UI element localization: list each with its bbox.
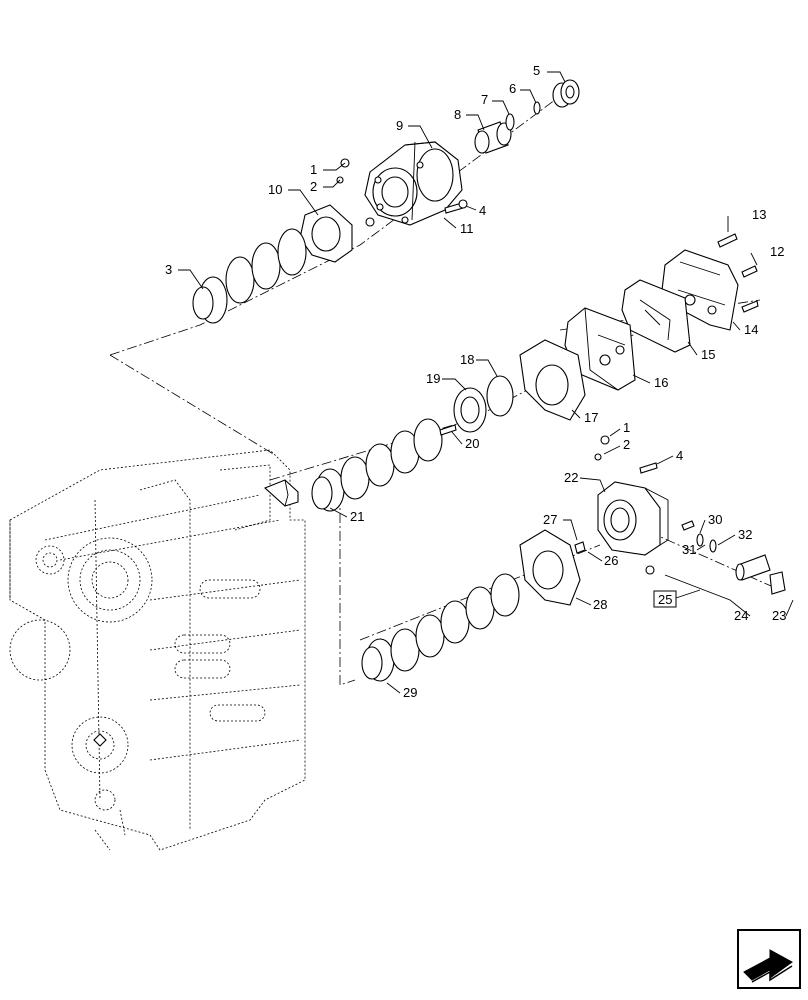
- callout-25-box: [653, 590, 677, 608]
- upper-pump-housing: [364, 141, 463, 226]
- callout-24: 24: [734, 608, 748, 623]
- transmission-housing: [9, 449, 306, 851]
- callout-28: 28: [593, 597, 607, 612]
- retaining-ring-7: [505, 113, 515, 131]
- bolt-20: [439, 424, 457, 436]
- seal-ring-18: [486, 375, 514, 417]
- callout-labels: 1 2 3 4 5 6 7 8 9 10 11 12 13 14 15 16 1…: [165, 63, 786, 700]
- valve-body-16: [564, 307, 636, 391]
- callout-13: 13: [752, 207, 766, 222]
- callout-14: 14: [744, 322, 758, 337]
- callout-9: 9: [396, 118, 403, 133]
- snap-ring-3: [192, 286, 214, 320]
- callout-15: 15: [701, 347, 715, 362]
- callout-11: 11: [460, 221, 474, 236]
- bearing-sleeve: [474, 121, 512, 154]
- bolt-4a: [444, 199, 468, 214]
- arrow-navigation-icon[interactable]: [737, 929, 801, 989]
- snap-ring-29: [361, 646, 383, 680]
- gasket-10: [299, 204, 353, 263]
- callout-22: 22: [564, 470, 578, 485]
- valve-spool-24: [735, 554, 786, 595]
- callout-3: 3: [165, 262, 172, 277]
- snap-ring-6: [533, 101, 541, 115]
- callout-26: 26: [604, 553, 618, 568]
- pin-26-27: [574, 541, 586, 554]
- callout-1b: 1: [623, 420, 630, 435]
- callout-21: 21: [350, 509, 364, 524]
- valve-gasket-15: [621, 279, 691, 353]
- callout-17: 17: [584, 410, 598, 425]
- callout-23: 23: [772, 608, 786, 623]
- gasket-28: [519, 529, 581, 606]
- end-cap: [552, 79, 580, 108]
- callout-10: 10: [268, 182, 282, 197]
- callout-8: 8: [454, 107, 461, 122]
- callout-2b: 2: [623, 437, 630, 452]
- small-parts-30-32: [681, 520, 717, 553]
- callout-2a: 2: [310, 179, 317, 194]
- leader-lines: [178, 71, 794, 694]
- callout-32: 32: [738, 527, 752, 542]
- callout-6: 6: [509, 81, 516, 96]
- lower-clutch-discs: [365, 573, 520, 682]
- callout-4a: 4: [479, 203, 486, 218]
- callout-20: 20: [465, 436, 479, 451]
- callout-19: 19: [426, 371, 440, 386]
- middle-clutch-discs: [315, 418, 443, 512]
- bolts-12-13: [717, 233, 759, 313]
- callout-30: 30: [708, 512, 722, 527]
- callout-12: 12: [770, 244, 784, 259]
- callout-27: 27: [543, 512, 557, 527]
- callout-7: 7: [481, 92, 488, 107]
- lower-pump-housing-22: [597, 481, 669, 556]
- callout-5: 5: [533, 63, 540, 78]
- screws-1-2-lower: [594, 435, 658, 575]
- callout-1a: 1: [310, 162, 317, 177]
- callout-31: 31: [682, 542, 696, 557]
- piston-19: [453, 387, 487, 433]
- callout-4b: 4: [676, 448, 683, 463]
- snap-ring-21: [311, 476, 333, 510]
- callout-29: 29: [403, 685, 417, 700]
- upper-clutch-discs: [198, 228, 307, 324]
- valve-gasket-17: [519, 339, 586, 421]
- callout-18: 18: [460, 352, 474, 367]
- callout-16: 16: [654, 375, 668, 390]
- callout-25: 25: [658, 592, 672, 607]
